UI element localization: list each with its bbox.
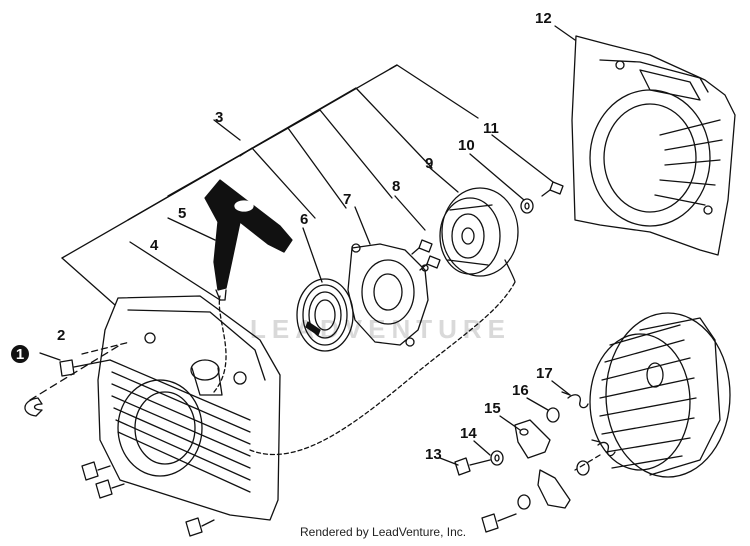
starter-cover [97,295,281,521]
callout-13: 13 [425,446,442,463]
washer-14 [490,450,504,466]
callout-5: 5 [178,205,186,222]
screw-2 [59,359,111,377]
callout-8: 8 [392,178,400,195]
screw-11 [541,181,564,197]
callout-10: 10 [458,137,475,154]
callout-16: 16 [512,382,529,399]
callout-12: 12 [535,10,552,27]
leader-lines [29,25,601,471]
callout-11: 11 [483,120,499,137]
spring-17 [561,391,616,457]
callout-6: 6 [300,211,308,228]
callout-4: 4 [150,237,159,254]
callout-1: 1 [16,346,24,363]
spacer-16 [546,407,590,476]
fan-shroud [571,35,736,256]
footer-credit: Rendered by LeadVenture, Inc. [300,525,466,539]
cover-screws [81,461,215,537]
flywheel [589,312,731,478]
callout-9: 9 [425,155,433,172]
callout-14: 14 [460,425,477,442]
callout-17: 17 [536,365,553,382]
clip-1 [24,397,43,417]
watermark-text: LEADVENTURE [250,314,511,344]
callout-1-badge [11,345,29,363]
starter-rope [213,281,516,456]
callout-15: 15 [484,400,501,417]
bolt-lower [481,494,531,533]
pawl-15 [514,419,571,509]
callout-2: 2 [57,327,65,344]
rope-rotor [439,187,519,283]
bolt-13 [454,457,491,476]
rewind-spring [296,278,354,352]
starter-handle [204,179,293,301]
callout-7: 7 [343,191,351,208]
callout-3: 3 [215,109,223,126]
washer-10 [520,198,534,214]
